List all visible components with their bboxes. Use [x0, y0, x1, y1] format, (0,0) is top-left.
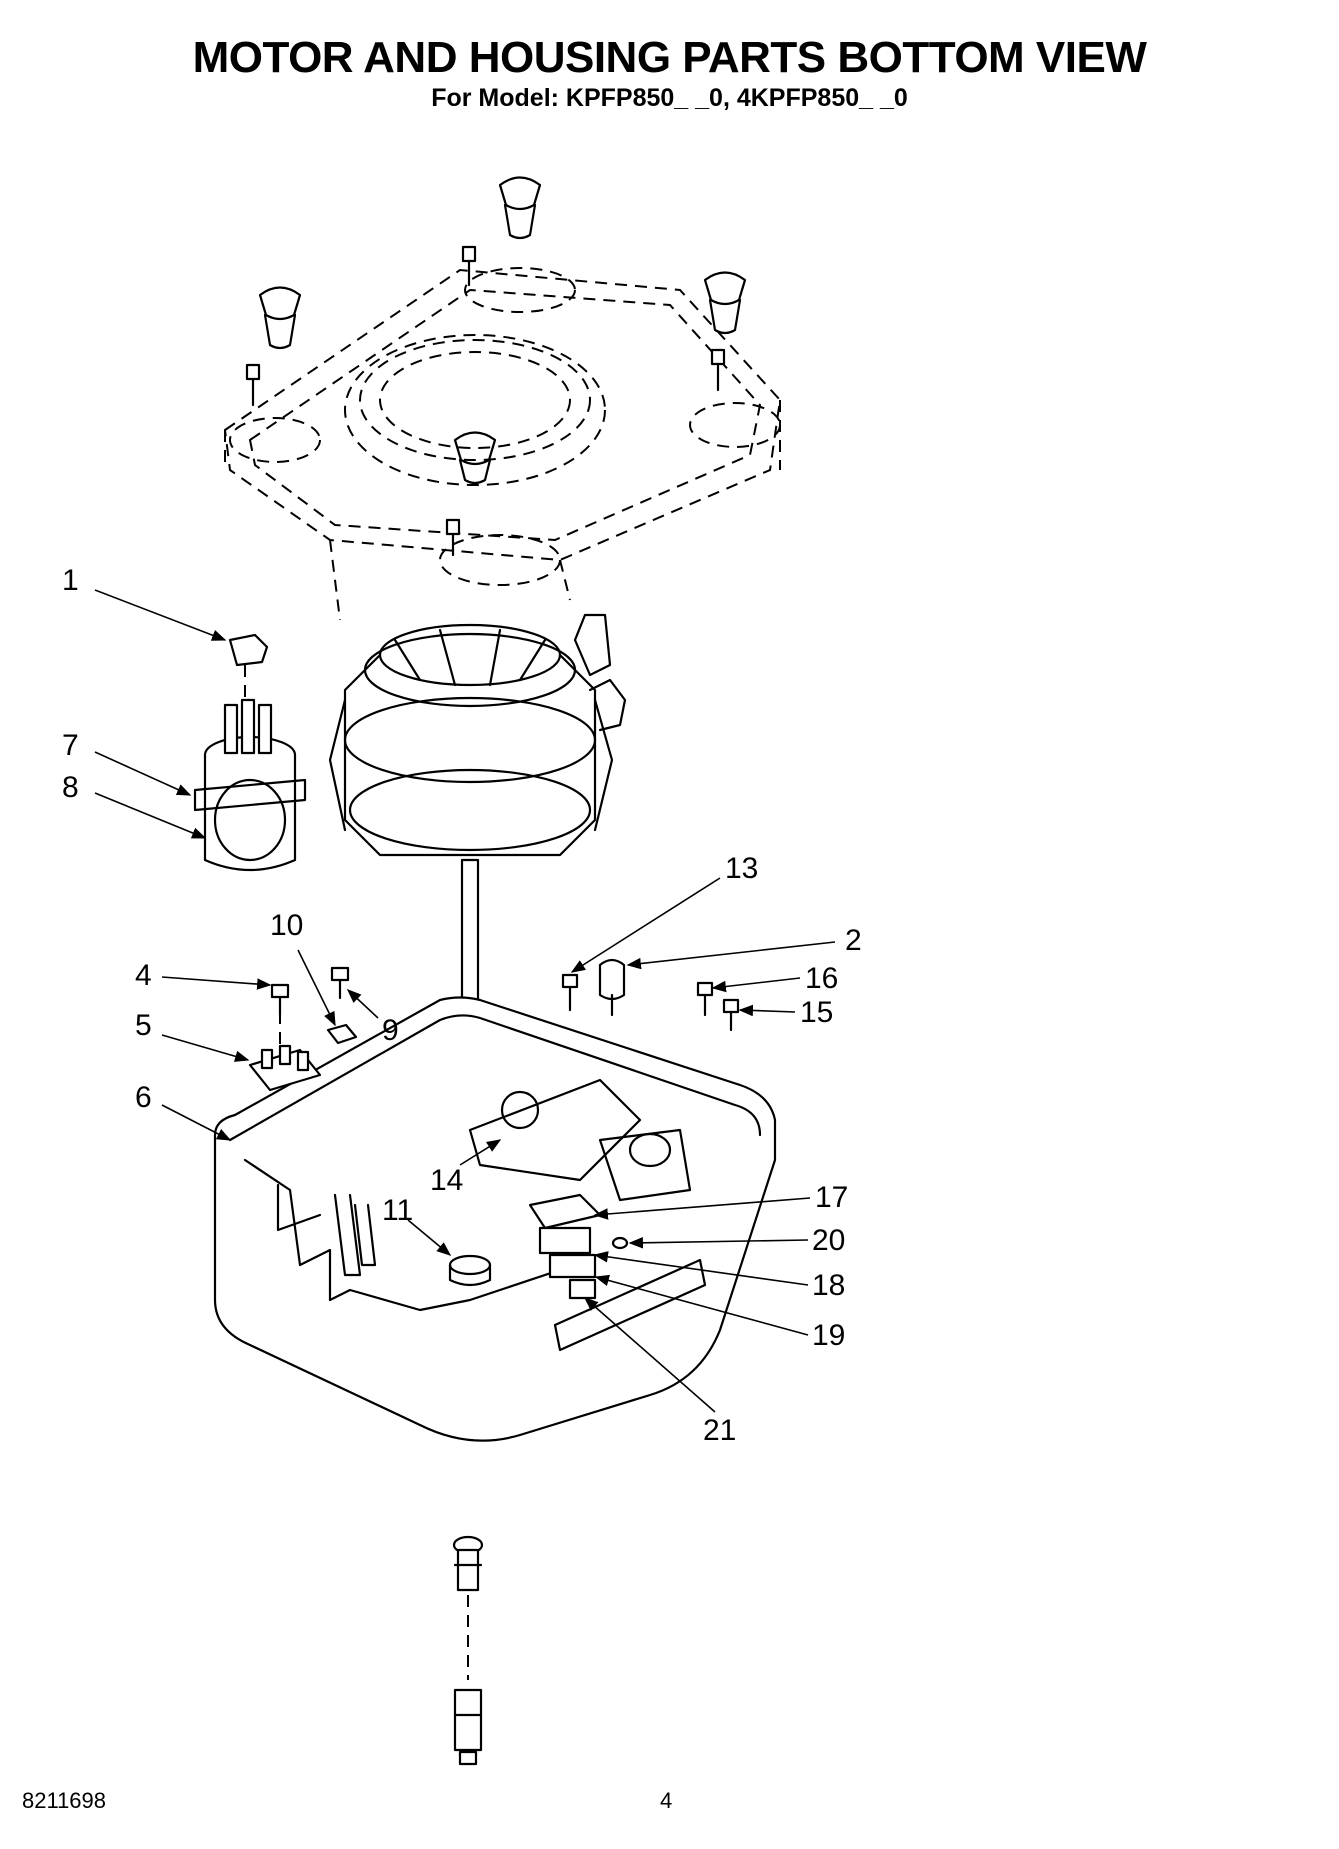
document-number: 8211698 [22, 1788, 107, 1813]
callout-19: 19 [594, 1274, 845, 1352]
plate-screws [245, 245, 726, 557]
svg-text:18: 18 [812, 1269, 845, 1302]
svg-text:16: 16 [805, 962, 838, 995]
callout-14: 14 [430, 1139, 502, 1197]
callout-10: 10 [270, 909, 336, 1027]
callout-9: 9 [346, 989, 399, 1047]
page-number: 4 [660, 1788, 673, 1813]
callout-7: 7 [62, 729, 192, 796]
callout-13: 13 [570, 852, 758, 973]
base-plate-phantom [223, 267, 782, 621]
svg-text:19: 19 [812, 1319, 845, 1352]
callout-16: 16 [711, 962, 838, 995]
svg-text:10: 10 [270, 909, 303, 942]
rubber-feet [258, 176, 747, 485]
drive-shaft [452, 1535, 484, 1766]
small-screws [270, 958, 740, 1045]
callout-5: 5 [135, 1009, 250, 1062]
callout-15: 15 [738, 996, 833, 1029]
svg-text:13: 13 [725, 852, 758, 885]
switch-assembly [528, 1193, 629, 1300]
svg-text:15: 15 [800, 996, 833, 1029]
svg-text:5: 5 [135, 1009, 152, 1042]
callout-1: 1 [62, 564, 227, 641]
svg-text:1: 1 [62, 564, 79, 597]
grommet [448, 1254, 492, 1287]
callout-11: 11 [382, 1194, 452, 1256]
callout-8: 8 [62, 771, 207, 839]
model-line: For Model: KPFP850_ _0, 4KPFP850_ _0 [431, 84, 908, 112]
svg-text:4: 4 [135, 959, 152, 992]
svg-text:14: 14 [430, 1164, 463, 1197]
callout-21: 21 [583, 1297, 736, 1447]
svg-text:7: 7 [62, 729, 79, 762]
svg-text:2: 2 [845, 924, 862, 957]
callout-17: 17 [593, 1181, 848, 1220]
callout-2: 2 [626, 924, 862, 970]
callout-6: 6 [135, 1081, 232, 1141]
svg-text:8: 8 [62, 771, 79, 804]
callout-18: 18 [593, 1251, 845, 1302]
motor-assembly [328, 613, 627, 1007]
housing-base [213, 996, 777, 1442]
capacitor [193, 633, 307, 872]
svg-text:17: 17 [815, 1181, 848, 1214]
terminal-block [248, 1012, 322, 1092]
svg-text:20: 20 [812, 1224, 845, 1257]
svg-text:11: 11 [382, 1194, 413, 1227]
svg-text:21: 21 [703, 1414, 736, 1447]
svg-text:6: 6 [135, 1081, 152, 1114]
page-title: MOTOR AND HOUSING PARTS BOTTOM VIEW [192, 33, 1147, 82]
callouts: 1 2 4 5 6 7 8 9 [62, 564, 862, 1447]
callout-4: 4 [135, 959, 272, 992]
svg-text:9: 9 [382, 1014, 399, 1047]
callout-20: 20 [628, 1224, 845, 1257]
